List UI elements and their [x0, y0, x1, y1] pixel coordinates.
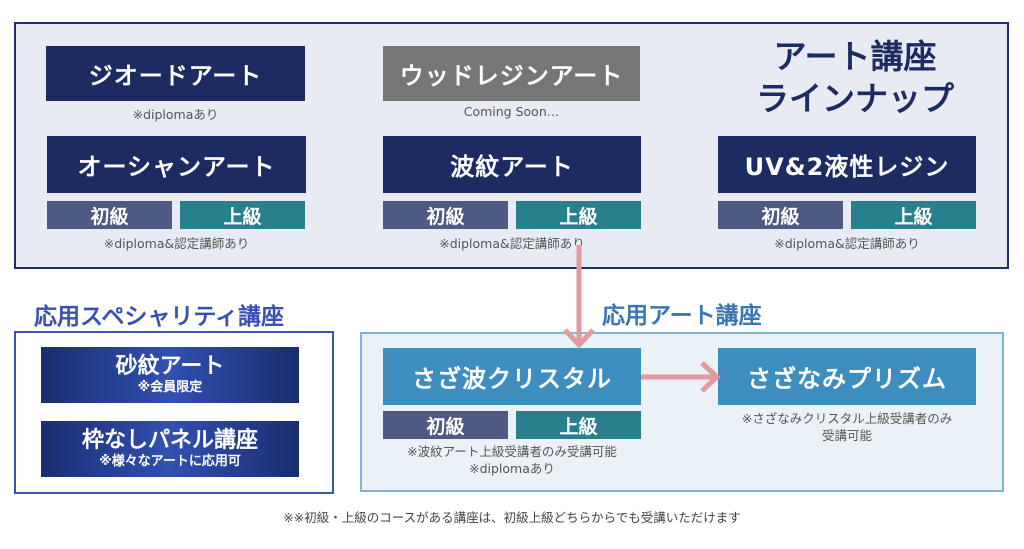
- sazanami-prism-title: さざなみプリズム: [747, 365, 947, 393]
- prism-note-line2: 受講可能: [821, 428, 872, 443]
- sazanami-crystal-box[interactable]: さざ波クリスタル: [383, 348, 641, 405]
- ocean-art-advanced-label: 上級: [223, 205, 262, 228]
- wood-resin-art-note: Coming Soon…: [463, 104, 560, 119]
- sazanami-crystal-title: さざ波クリスタル: [412, 365, 612, 393]
- ocean-art-note: ※diploma&認定講師あり: [103, 236, 250, 251]
- crystal-beginner-label: 初級: [426, 415, 465, 438]
- sand-art-title: 砂紋アート: [115, 353, 225, 379]
- hamon-art-box[interactable]: 波紋アート: [383, 136, 641, 193]
- uv-resin-advanced-button[interactable]: 上級: [851, 201, 976, 229]
- specialty-heading: 応用スペシャリティ講座: [34, 304, 285, 330]
- sazanami-prism-box[interactable]: さざなみプリズム: [718, 348, 976, 405]
- ocean-art-advanced-button[interactable]: 上級: [180, 201, 305, 229]
- frameless-panel-sub: ※様々なアートに応用可: [99, 453, 241, 469]
- ocean-art-box[interactable]: オーシャンアート: [47, 136, 306, 193]
- uv-resin-beginner-button[interactable]: 初級: [718, 201, 843, 229]
- prism-note-line1: ※さざなみクリスタル上級受講者のみ: [741, 411, 953, 426]
- lineup-heading: アート講座 ラインナップ: [735, 36, 975, 120]
- hamon-art-note: ※diploma&認定講師あり: [439, 236, 585, 251]
- uv-resin-beginner-label: 初級: [761, 205, 800, 228]
- arrow-hamon-to-crystal: [563, 245, 595, 349]
- frameless-panel-title: 枠なしパネル講座: [81, 427, 258, 453]
- sand-art-box[interactable]: 砂紋アート ※会員限定: [41, 347, 299, 403]
- lineup-heading-line2: ラインナップ: [756, 79, 954, 118]
- crystal-beginner-button[interactable]: 初級: [383, 411, 508, 439]
- ocean-art-beginner-label: 初級: [90, 205, 129, 228]
- prism-note: ※さざなみクリスタル上級受講者のみ 受講可能: [708, 410, 986, 444]
- geode-art-note: ※diplomaあり: [132, 107, 219, 122]
- ocean-art-beginner-button[interactable]: 初級: [47, 201, 172, 229]
- hamon-art-beginner-label: 初級: [426, 205, 465, 228]
- crystal-note-line2: ※diplomaあり: [469, 461, 555, 476]
- sand-art-sub: ※会員限定: [137, 379, 203, 395]
- geode-art-box[interactable]: ジオードアート: [46, 46, 305, 101]
- lineup-heading-line1: アート講座: [773, 37, 937, 76]
- geode-art-title: ジオードアート: [88, 62, 263, 90]
- applied-heading: 応用アート講座: [602, 303, 762, 329]
- uv-resin-box[interactable]: UV&2液性レジン: [718, 136, 976, 193]
- crystal-note: ※波紋アート上級受講者のみ受講可能 ※diplomaあり: [363, 443, 661, 477]
- uv-resin-note: ※diploma&認定講師あり: [774, 236, 920, 251]
- crystal-advanced-label: 上級: [559, 415, 598, 438]
- hamon-art-title: 波紋アート: [450, 153, 574, 181]
- crystal-note-line1: ※波紋アート上級受講者のみ受講可能: [407, 444, 617, 459]
- frameless-panel-box[interactable]: 枠なしパネル講座 ※様々なアートに応用可: [41, 421, 299, 477]
- hamon-art-advanced-label: 上級: [559, 205, 598, 228]
- wood-resin-art-box[interactable]: ウッドレジンアート: [383, 46, 640, 101]
- arrow-crystal-to-prism: [641, 361, 721, 393]
- ocean-art-title: オーシャンアート: [77, 153, 276, 181]
- uv-resin-advanced-label: 上級: [894, 205, 933, 228]
- footer-note: ※※初級・上級のコースがある講座は、初級上級どちらからでも受講いただけます: [283, 510, 741, 525]
- hamon-art-beginner-button[interactable]: 初級: [383, 201, 508, 229]
- crystal-advanced-button[interactable]: 上級: [516, 411, 641, 439]
- wood-resin-art-title: ウッドレジンアート: [399, 62, 624, 90]
- hamon-art-advanced-button[interactable]: 上級: [516, 201, 641, 229]
- uv-resin-title: UV&2液性レジン: [744, 153, 950, 181]
